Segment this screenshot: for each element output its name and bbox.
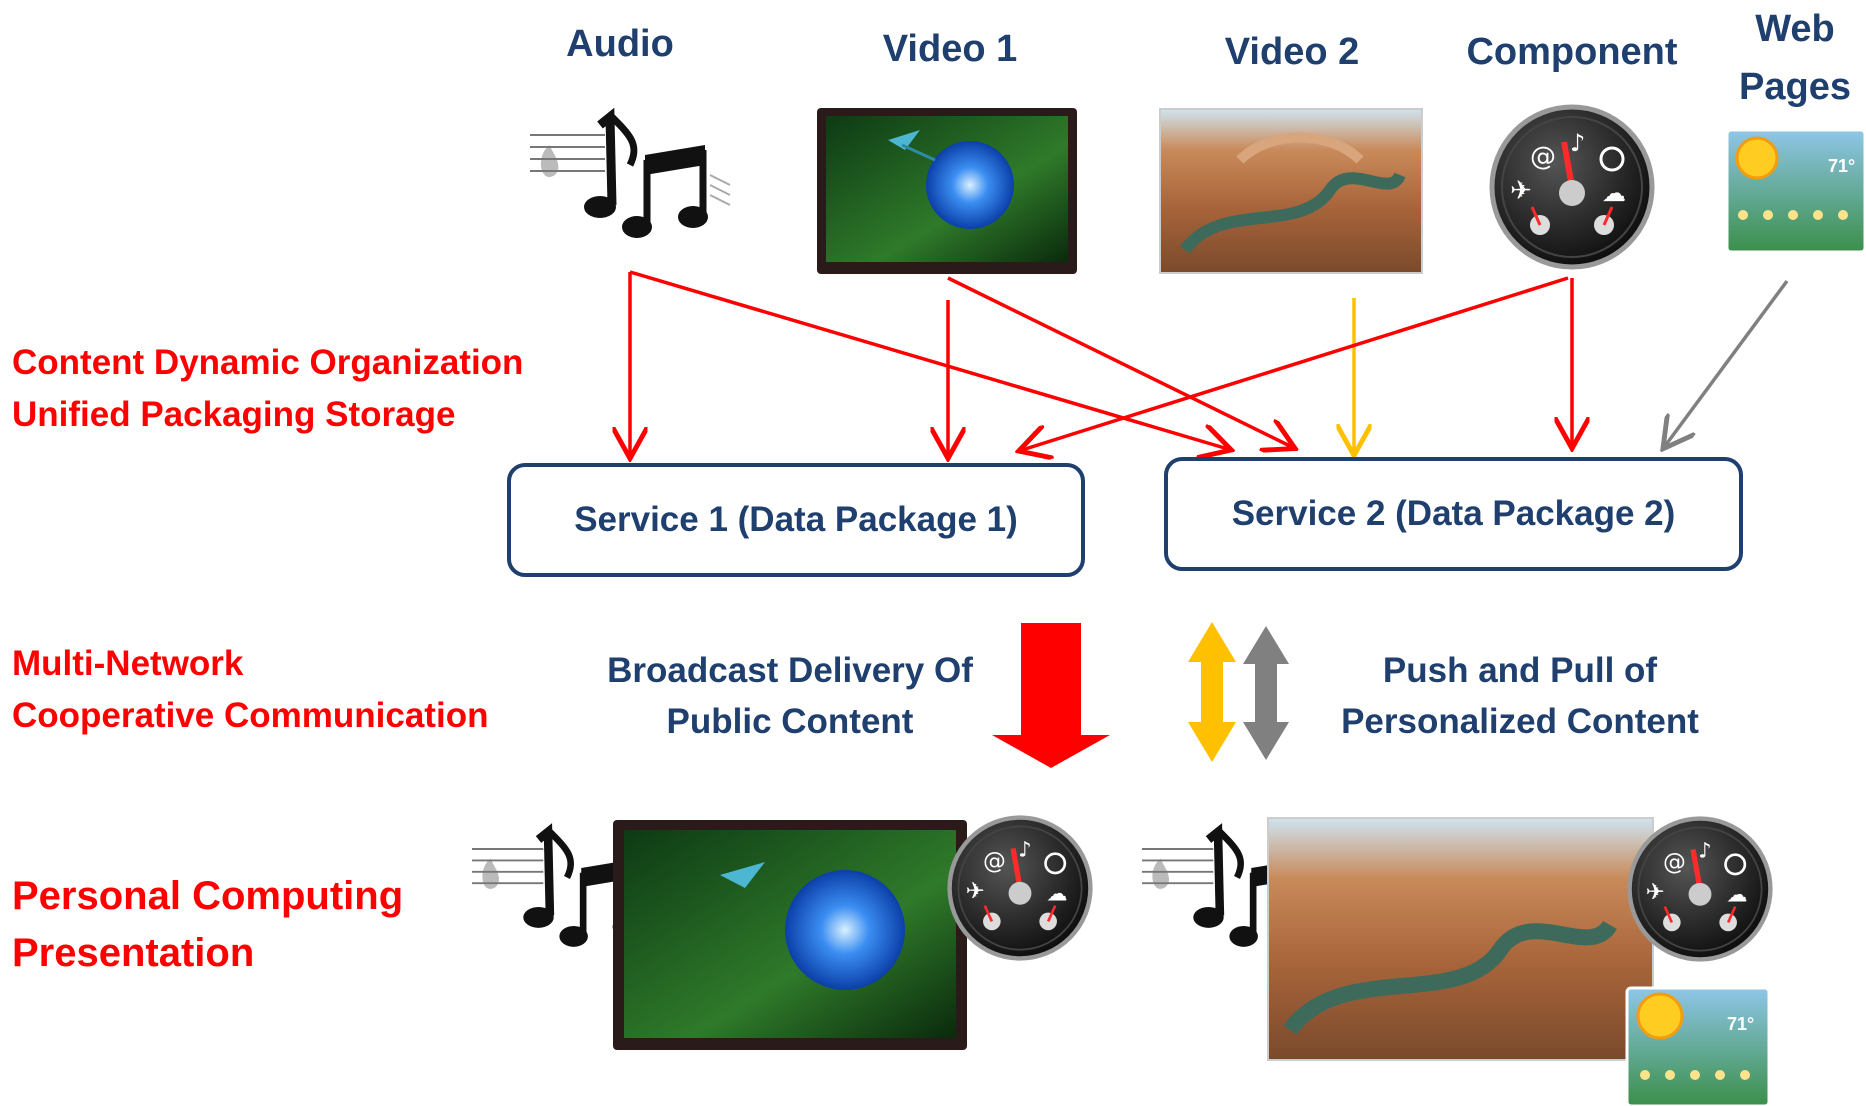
personal-computing-line-1: Personal Computing: [12, 874, 404, 918]
label-personal-computing: Personal Computing Presentation: [12, 868, 403, 982]
tv-flower-icon: [613, 820, 967, 1050]
label-push-pull: Push and Pull of Personalized Content: [1310, 645, 1730, 747]
weather-temp: 71°: [1727, 1014, 1754, 1034]
canyon-photo-icon: [1267, 817, 1654, 1061]
service-1-box: Service 1 (Data Package 1): [507, 463, 1085, 577]
label-content-organization: Content Dynamic Organization Unified Pac…: [12, 337, 523, 441]
broadcast-line-1: Broadcast Delivery Of: [607, 651, 973, 690]
broadcast-arrow-icon: [992, 623, 1110, 768]
clock-gadget-icon: [1492, 107, 1652, 267]
multi-network-line-1: Multi-Network: [12, 644, 244, 683]
personal-computing-line-2: Presentation: [12, 931, 255, 975]
weather-gadget-icon: 71°: [1625, 986, 1771, 1106]
arrow-component-to-service1: [1022, 276, 1569, 450]
service-2-label: Service 2 (Data Package 2): [1231, 494, 1676, 533]
tv-flower-icon: [817, 108, 1077, 274]
clock-gadget-icon: [950, 818, 1091, 959]
source-label-component: Component: [1466, 31, 1678, 73]
push-pull-line-2: Personalized Content: [1341, 702, 1699, 741]
broadcast-line-2: Public Content: [666, 702, 914, 741]
push-pull-line-1: Push and Pull of: [1382, 651, 1658, 690]
presentation-right: 71°: [1142, 818, 1770, 1106]
source-label-audio: Audio: [566, 23, 674, 65]
connector-arrows: [629, 270, 1789, 455]
push-pull-gray-arrow-icon: [1243, 626, 1289, 760]
push-pull-yellow-arrow-icon: [1188, 622, 1236, 762]
service-1-label: Service 1 (Data Package 1): [574, 500, 1018, 539]
arrow-webpages-to-service2: [1665, 279, 1789, 446]
web-pages-line-2: Pages: [1739, 66, 1851, 108]
presentation-left: [472, 818, 1090, 1050]
source-label-video1: Video 1: [882, 28, 1018, 70]
content-org-line-1: Content Dynamic Organization: [12, 343, 524, 382]
source-label-video2: Video 2: [1224, 31, 1360, 73]
arrow-video1-to-service2: [947, 276, 1292, 447]
canyon-photo-icon: [1159, 108, 1423, 274]
web-pages-line-1: Web: [1755, 8, 1835, 50]
multi-network-line-2: Cooperative Communication: [12, 696, 489, 735]
label-multi-network: Multi-Network Cooperative Communication: [12, 638, 488, 742]
service-2-box: Service 2 (Data Package 2): [1164, 457, 1743, 571]
music-notes-icon: [530, 117, 730, 238]
clock-gadget-icon: [1630, 819, 1771, 960]
content-org-line-2: Unified Packaging Storage: [12, 395, 456, 434]
arrow-audio-to-service2: [629, 270, 1228, 449]
weather-gadget-icon: 71°: [1725, 128, 1866, 254]
weather-temp: 71°: [1828, 156, 1855, 176]
source-label-web-pages: Web Pages: [1720, 0, 1866, 116]
label-broadcast-delivery: Broadcast Delivery Of Public Content: [580, 645, 1000, 747]
